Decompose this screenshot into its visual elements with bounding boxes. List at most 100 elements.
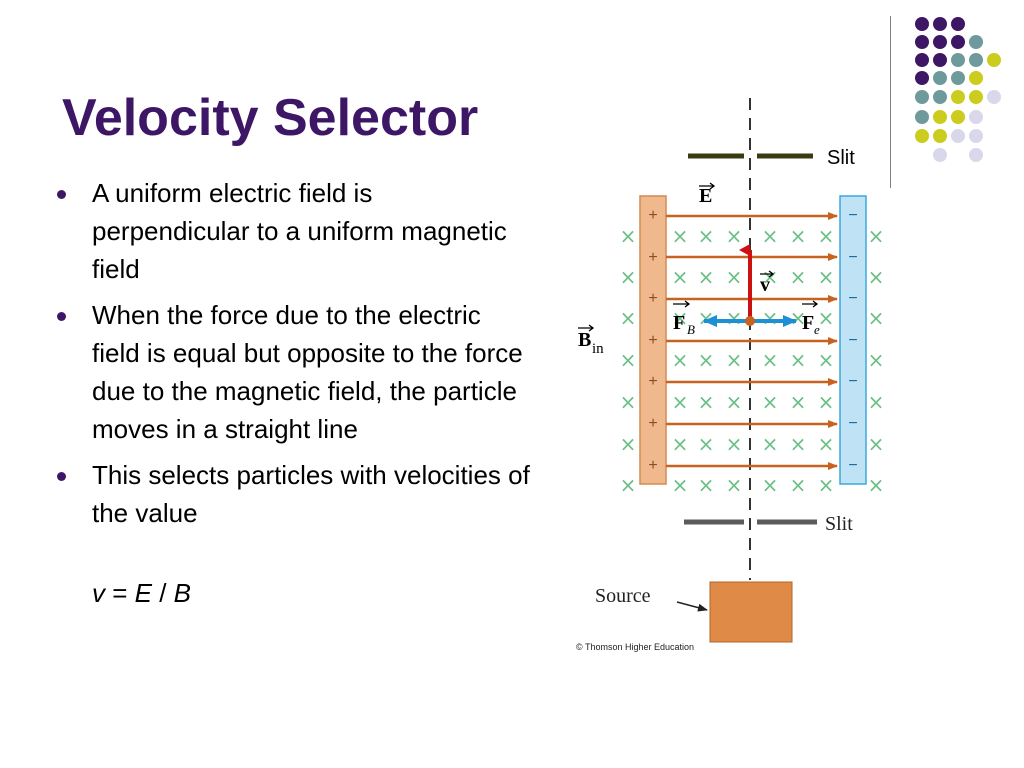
cross-mark: × bbox=[698, 306, 715, 330]
bullet-text: A uniform electric field is perpendicula… bbox=[92, 178, 507, 284]
minus-signs: −−−−−−− bbox=[848, 207, 857, 474]
bullet-dot-icon bbox=[57, 312, 66, 321]
minus-sign: − bbox=[848, 290, 857, 307]
decor-dot bbox=[951, 110, 965, 124]
decor-dot bbox=[915, 53, 929, 67]
cross-mark: × bbox=[818, 390, 835, 414]
plus-sign: + bbox=[648, 457, 657, 474]
cross-mark: × bbox=[790, 390, 807, 414]
e-vector-arrow-icon bbox=[699, 182, 716, 190]
decor-dot bbox=[933, 35, 947, 49]
cross-mark: × bbox=[868, 306, 885, 330]
decor-dot bbox=[987, 53, 1001, 67]
cross-mark: × bbox=[868, 432, 885, 456]
decor-dot bbox=[915, 110, 929, 124]
particle bbox=[745, 316, 755, 326]
cross-mark: × bbox=[762, 432, 779, 456]
bullet-item: A uniform electric field is perpendicula… bbox=[52, 174, 532, 288]
minus-sign: − bbox=[848, 207, 857, 224]
b-in-label: B bbox=[578, 329, 591, 351]
plus-sign: + bbox=[648, 373, 657, 390]
cross-mark: × bbox=[698, 432, 715, 456]
plus-sign: + bbox=[648, 415, 657, 432]
decor-dot bbox=[915, 35, 929, 49]
fb-vector-arrow-icon bbox=[673, 300, 691, 308]
bullet-dot-icon bbox=[57, 472, 66, 481]
cross-mark: × bbox=[790, 473, 807, 497]
cross-mark: × bbox=[698, 348, 715, 372]
cross-mark: × bbox=[762, 473, 779, 497]
cross-mark: × bbox=[672, 348, 689, 372]
fe-subscript: e bbox=[814, 322, 820, 337]
cross-mark: × bbox=[818, 473, 835, 497]
cross-mark: × bbox=[868, 348, 885, 372]
formula-slash: / bbox=[151, 578, 174, 608]
b-in-subscript: in bbox=[592, 341, 604, 357]
decor-dot bbox=[915, 129, 929, 143]
cross-mark: × bbox=[620, 473, 637, 497]
decor-dot bbox=[969, 129, 983, 143]
cross-mark: × bbox=[620, 224, 637, 248]
plus-sign: + bbox=[648, 207, 657, 224]
decor-dot bbox=[951, 71, 965, 85]
cross-mark: × bbox=[620, 390, 637, 414]
cross-mark: × bbox=[868, 224, 885, 248]
bottom-slit-label: Slit bbox=[825, 513, 853, 535]
decor-dot bbox=[915, 71, 929, 85]
cross-mark: × bbox=[818, 224, 835, 248]
fe-vector-arrow-icon bbox=[802, 300, 819, 308]
bullet-item: This selects particles with velocities o… bbox=[52, 456, 532, 532]
cross-mark: × bbox=[868, 390, 885, 414]
bullet-list: A uniform electric field is perpendicula… bbox=[52, 174, 532, 540]
formula-B: B bbox=[173, 578, 191, 608]
bullet-text: When the force due to the electric field… bbox=[92, 300, 523, 444]
cross-mark: × bbox=[620, 306, 637, 330]
cross-mark: × bbox=[672, 306, 689, 330]
velocity-label: v bbox=[760, 274, 770, 296]
negative-plate bbox=[839, 195, 867, 485]
formula: v = E / B bbox=[92, 574, 191, 612]
fb-subscript: B bbox=[687, 322, 695, 337]
decor-dot bbox=[987, 90, 1001, 104]
cross-mark: × bbox=[726, 224, 743, 248]
cross-mark: × bbox=[868, 473, 885, 497]
decor-dot bbox=[951, 90, 965, 104]
decor-dot bbox=[951, 53, 965, 67]
source-label: Source bbox=[595, 585, 651, 607]
formula-equals: = bbox=[105, 578, 135, 608]
cross-mark: × bbox=[620, 265, 637, 289]
cross-mark: × bbox=[672, 390, 689, 414]
decor-dot bbox=[933, 17, 947, 31]
decor-dot bbox=[969, 71, 983, 85]
cross-mark: × bbox=[868, 265, 885, 289]
top-slit-label: Slit bbox=[827, 147, 855, 169]
cross-mark: × bbox=[818, 265, 835, 289]
bullet-text: This selects particles with velocities o… bbox=[92, 460, 530, 528]
formula-v: v bbox=[92, 578, 105, 608]
cross-mark: × bbox=[790, 265, 807, 289]
decor-dot bbox=[951, 17, 965, 31]
cross-mark: × bbox=[726, 306, 743, 330]
decor-dot bbox=[915, 17, 929, 31]
cross-mark: × bbox=[790, 432, 807, 456]
slide-title: Velocity Selector bbox=[62, 89, 479, 147]
decor-dot bbox=[933, 148, 947, 162]
bullet-dot-icon bbox=[57, 190, 66, 199]
decor-dot bbox=[969, 90, 983, 104]
fe-label: F bbox=[802, 312, 814, 334]
plus-sign: + bbox=[648, 332, 657, 349]
cross-mark: × bbox=[672, 432, 689, 456]
vertical-divider bbox=[890, 16, 891, 188]
cross-mark: × bbox=[726, 432, 743, 456]
cross-mark: × bbox=[818, 348, 835, 372]
positive-plate bbox=[639, 195, 667, 485]
b-vector-arrow-icon bbox=[578, 324, 595, 332]
minus-sign: − bbox=[848, 332, 857, 349]
cross-mark: × bbox=[762, 390, 779, 414]
decor-dot bbox=[969, 110, 983, 124]
source-box bbox=[709, 581, 793, 643]
minus-sign: − bbox=[848, 373, 857, 390]
cross-mark: × bbox=[762, 306, 779, 330]
velocity-selector-diagram: Slit +++++++ −−−−−−− ×××××××××××××××××××… bbox=[576, 98, 885, 652]
cross-mark: × bbox=[726, 265, 743, 289]
